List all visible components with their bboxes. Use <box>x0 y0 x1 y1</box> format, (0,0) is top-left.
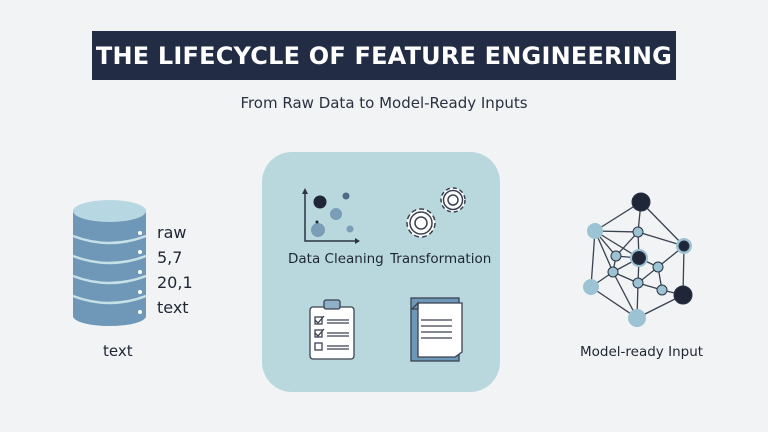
db-row-label: raw <box>157 223 187 242</box>
neural-network-icon <box>583 192 693 327</box>
step-label-data-cleaning: Data Cleaning <box>288 251 384 267</box>
database-icon <box>72 200 147 326</box>
raw-data-caption: text <box>103 342 133 360</box>
db-row-label: 5,7 <box>157 248 183 267</box>
checklist-clipboard-icon <box>309 299 355 360</box>
db-row-label: 20,1 <box>157 273 193 292</box>
title-banner: THE LIFECYCLE OF FEATURE ENGINEERING <box>92 31 676 80</box>
documents-icon <box>410 297 463 362</box>
step-label-transformation: Transformation <box>390 251 492 267</box>
output-caption: Model-ready Input <box>580 344 704 360</box>
scatter-plot-icon <box>302 188 360 244</box>
db-row-label: text <box>157 298 189 317</box>
gears-icon <box>406 187 466 238</box>
subtitle: From Raw Data to Model-Ready Inputs <box>240 94 528 112</box>
